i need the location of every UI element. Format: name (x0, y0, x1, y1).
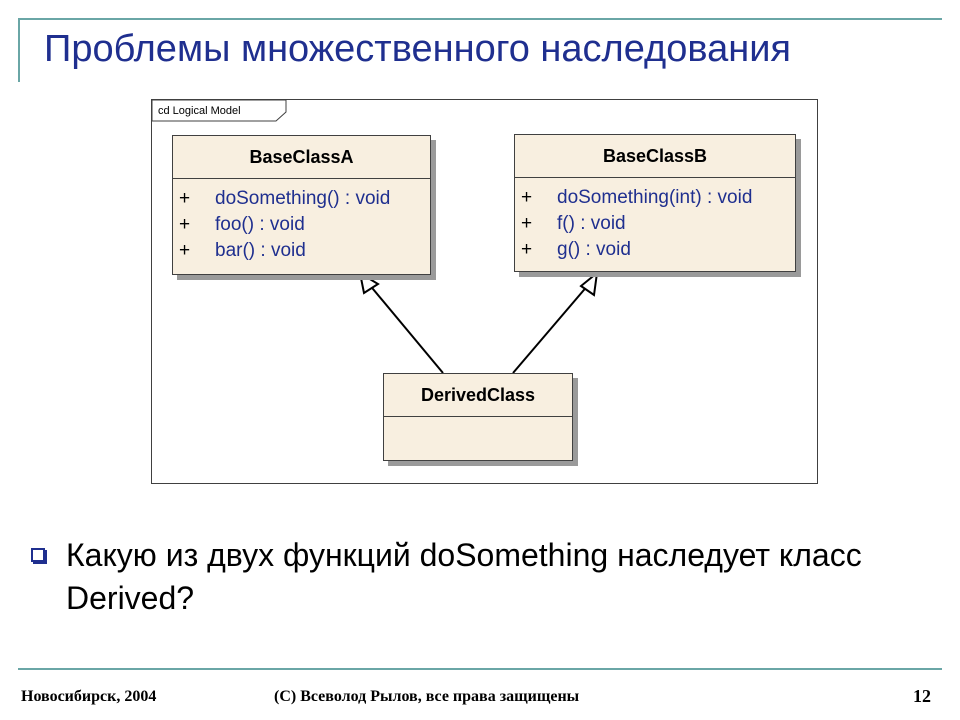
visibility-public: + (521, 239, 533, 260)
operations-compartment: + doSomething(int) : void + f() : void +… (515, 178, 795, 263)
operation-signature: g() : void (557, 239, 631, 260)
class-base-b[interactable]: BaseClassB + doSomething(int) : void + f… (514, 134, 796, 272)
footer-city-year: Новосибирск, 2004 (21, 688, 157, 705)
visibility-public: + (179, 214, 191, 235)
class-name: BaseClassB (515, 135, 795, 178)
generalization-line-b (512, 283, 590, 374)
slide-title: Проблемы множественного наследования (44, 28, 792, 70)
footer-rule (18, 668, 942, 670)
class-name: DerivedClass (384, 374, 572, 417)
operation-row: + doSomething(int) : void (515, 185, 795, 211)
page-number: 12 (913, 686, 931, 706)
uml-diagram-frame: cd Logical Model BaseClassA + doSomethin… (151, 99, 818, 484)
operation-signature: f() : void (557, 213, 626, 234)
title-rule-left (18, 18, 20, 82)
visibility-public: + (179, 240, 191, 261)
visibility-public: + (521, 213, 533, 234)
generalization-arrows (358, 270, 599, 374)
operation-signature: doSomething(int) : void (557, 187, 753, 208)
operation-row: + g() : void (515, 237, 795, 263)
operation-signature: foo() : void (215, 214, 305, 235)
operation-row: + bar() : void (173, 238, 430, 264)
generalization-arrowhead-a (358, 270, 380, 295)
visibility-public: + (521, 187, 533, 208)
generalization-arrowhead-b (579, 270, 599, 297)
visibility-public: + (179, 188, 191, 209)
hollow-square-bullet-icon (31, 548, 45, 562)
operations-compartment: + doSomething() : void + foo() : void + … (173, 179, 430, 264)
operation-row: + f() : void (515, 211, 795, 237)
frame-label: cd Logical Model (158, 105, 241, 117)
frame-tab-icon (152, 100, 287, 122)
title-rule-top (18, 18, 942, 20)
class-base-a[interactable]: BaseClassA + doSomething() : void + foo(… (172, 135, 431, 275)
operation-signature: bar() : void (215, 240, 306, 261)
operation-row: + doSomething() : void (173, 186, 430, 212)
question-text: Какую из двух функций doSomething наслед… (66, 537, 862, 616)
empty-compartment (384, 417, 572, 459)
operation-row: + foo() : void (173, 212, 430, 238)
footer-copyright: (C) Всеволод Рылов, все права защищены (274, 688, 580, 705)
generalization-line-a (367, 282, 444, 374)
class-name: BaseClassA (173, 136, 430, 179)
class-derived[interactable]: DerivedClass (383, 373, 573, 461)
operation-signature: doSomething() : void (215, 188, 391, 209)
